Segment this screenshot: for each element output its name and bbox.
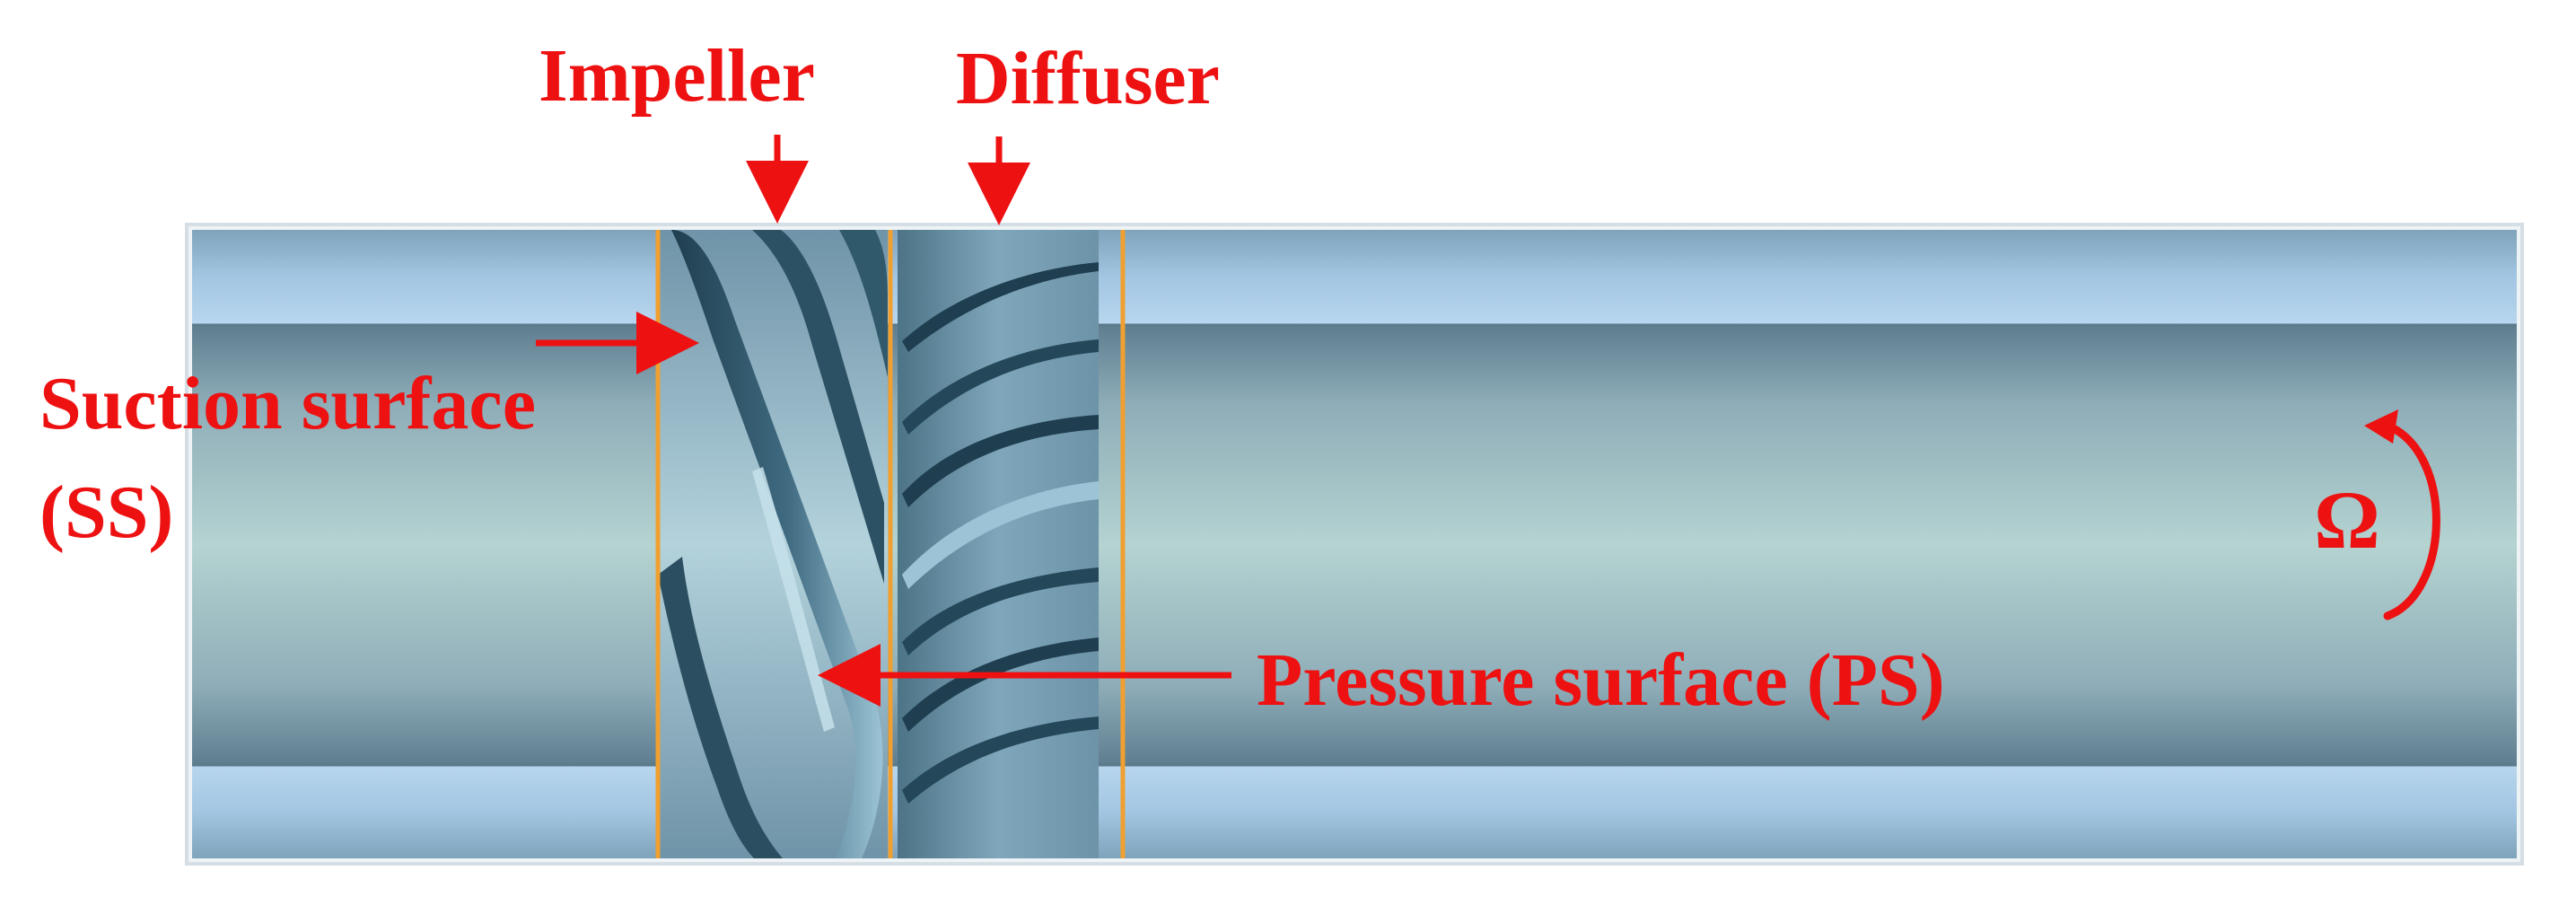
impeller-blade-2 xyxy=(752,230,884,584)
impeller-blade-3 xyxy=(658,557,783,858)
annotation-arrows xyxy=(536,135,2440,707)
rotation-arrow-icon xyxy=(2383,421,2440,620)
rotation-arrowhead-icon xyxy=(2364,409,2398,444)
diffuser-vane-1 xyxy=(902,262,1099,352)
impeller-blade-highlight xyxy=(752,467,835,732)
suction-surface-abbrev: (SS) xyxy=(39,470,173,554)
impeller xyxy=(658,230,888,858)
duct-outer-top-band xyxy=(192,230,2517,325)
diffuser-vane-6 xyxy=(902,638,1099,732)
impeller-blade-1 xyxy=(671,230,883,858)
pressure-surface-label: Pressure surface (PS) xyxy=(1257,638,1945,722)
suction-surface-label: Suction surface xyxy=(39,362,536,445)
diffuser-vane-4 xyxy=(902,481,1099,589)
duct-core xyxy=(192,325,2517,765)
impeller-blade-4 xyxy=(839,230,888,377)
diffuser-vane-2 xyxy=(902,339,1099,435)
diffuser-vane-3 xyxy=(902,415,1099,507)
duct-outer-bottom-band xyxy=(192,765,2517,858)
duct xyxy=(185,223,2524,866)
diffuser-label: Diffuser xyxy=(956,37,1220,120)
impeller-label: Impeller xyxy=(539,34,815,118)
diffuser-vane-7 xyxy=(902,717,1099,804)
diffuser xyxy=(898,230,1099,858)
rotation-symbol: Ω xyxy=(2314,474,2380,566)
diffuser-vane-5 xyxy=(902,567,1099,655)
annotation-labels: Impeller Diffuser Suction surface (SS) P… xyxy=(39,34,2380,722)
